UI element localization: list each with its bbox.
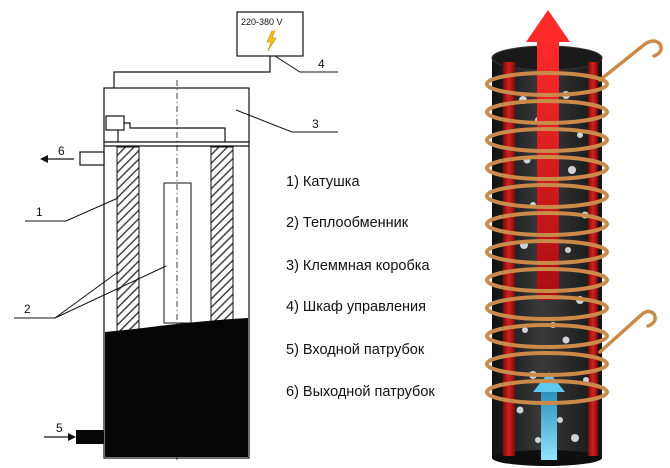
liquid-fill — [105, 318, 248, 457]
coil-wall-left — [116, 146, 140, 333]
callout-1: 1 — [36, 205, 43, 219]
copper-coil — [485, 71, 609, 405]
legend-item-coil: 1) Катушка — [286, 174, 360, 190]
coil-illustration — [485, 10, 663, 466]
terminal-block — [105, 115, 125, 131]
legend-item-heat-exchanger: 2) Теплообменник — [286, 215, 409, 231]
callout-5: 5 — [56, 421, 63, 435]
legend-item-inlet: 5) Входной патрубок — [286, 342, 425, 358]
legend-item-outlet: 6) Выходной патрубок — [286, 384, 435, 400]
coil-lead-bottom — [598, 309, 657, 354]
inlet-pipe — [76, 430, 104, 444]
legend-item-terminal-box: 3) Клеммная коробка — [286, 258, 430, 274]
callout-4: 4 — [318, 57, 325, 71]
heat-exchanger — [163, 182, 192, 324]
voltage-label: 220-380 V — [241, 17, 283, 27]
schematic: 220-380 V — [14, 11, 338, 460]
callout-3: 3 — [312, 117, 319, 131]
coil-lead-top — [598, 39, 663, 82]
callout-6: 6 — [58, 144, 65, 158]
legend-item-control-cabinet: 4) Шкаф управления — [286, 299, 426, 315]
coil-wall-right — [210, 146, 234, 333]
control-cabinet: 220-380 V — [236, 11, 304, 57]
terminal-box — [103, 87, 250, 143]
callout-2: 2 — [24, 302, 31, 316]
outlet-pipe — [79, 151, 105, 166]
lightning-icon — [266, 30, 277, 52]
